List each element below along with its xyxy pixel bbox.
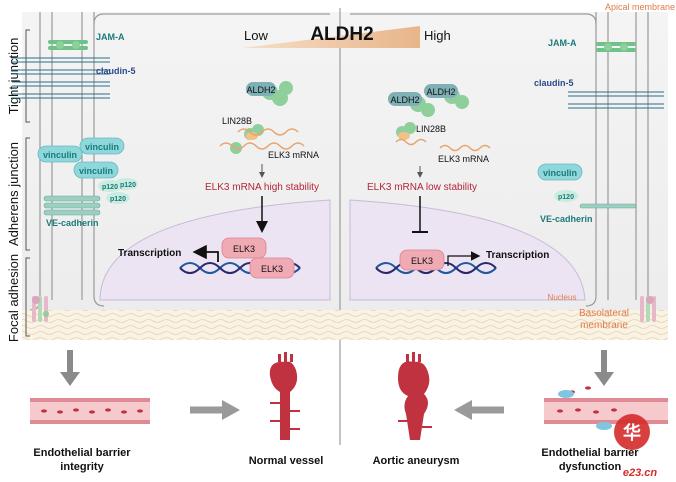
vinculin-label: vinculin (43, 150, 77, 160)
left-transcription-label: Transcription (118, 248, 181, 259)
right-transcription-label: Transcription (486, 250, 549, 261)
left-aldh2-label: ALDH2 (246, 85, 275, 95)
left-focal-integrin (32, 296, 49, 322)
left-aldh2-protein (246, 81, 293, 106)
right-aldh2-label: ALDH2 (390, 95, 419, 105)
p120-label: p120 (110, 196, 126, 203)
right-elk3-label: ELK3 (411, 256, 433, 266)
left-barrier-label: integrity (60, 461, 104, 473)
right-stability-label: ELK3 mRNA low stability (367, 182, 477, 193)
p120-label: p120 (102, 184, 118, 191)
left-ve-cadherin (43, 195, 101, 216)
left-mrna-strand (237, 128, 299, 136)
aldh2-gradient-title: ALDH2 (310, 24, 373, 45)
left-down-arrow-head (60, 372, 80, 386)
focal-adhesion-label: Focal adhesion (6, 254, 21, 342)
membrane-line (93, 12, 105, 307)
left-jam-a (48, 40, 88, 50)
vinculin-label: vinculin (79, 166, 113, 176)
right-barrier-label: dysfunction (559, 461, 622, 473)
vinculin-pill (537, 163, 583, 181)
vinculin-pill (79, 137, 125, 155)
left-p120-group (98, 178, 138, 204)
membrane-line (93, 13, 330, 25)
immune-cell (558, 390, 574, 398)
arrow-to-aneurysm-head (454, 400, 472, 420)
left-lin28b-label: LIN28B (222, 116, 252, 126)
nucleus-right (349, 199, 586, 301)
right-barrier-label: Endothelial barrier (541, 447, 639, 459)
right-aldh2-label: ALDH2 (426, 87, 455, 97)
right-p120-label: p120 (558, 194, 574, 201)
tight-junction-label: Tight junction (6, 38, 21, 115)
left-elk3-label: ELK3 (261, 264, 283, 274)
immune-cell (596, 422, 612, 430)
left-stability-label: ELK3 mRNA high stability (205, 182, 319, 193)
membrane-line (585, 12, 597, 307)
membrane-line (350, 13, 597, 25)
aneurysm-label: Aortic aneurysm (373, 455, 460, 467)
left-barrier-label: Endothelial barrier (33, 447, 131, 459)
basolateral-label: Basolateral (579, 308, 629, 319)
right-focal-integrin (640, 296, 656, 322)
normal-vessel-label: Normal vessel (249, 455, 324, 467)
right-mrna-strand (395, 138, 427, 146)
left-jam-a-label: JAM-A (96, 32, 125, 42)
left-vinculin-group (37, 137, 125, 179)
left-elk3-box (249, 257, 295, 279)
p120-label: p120 (120, 182, 136, 189)
right-jam-a-label: JAM-A (548, 38, 577, 48)
normal-vessel-illustration (269, 352, 300, 440)
left-elk3-box (221, 237, 267, 259)
apical-membrane-label: Apical membrane (605, 2, 675, 12)
right-ve-cadherin (579, 203, 637, 209)
watermark-logo: 华 e23.cn (614, 414, 657, 479)
watermark-glyph: 华 (623, 422, 641, 443)
right-aldh2-protein (388, 84, 469, 117)
right-claudin-5-label: claudin-5 (534, 78, 574, 88)
side-brackets (25, 29, 30, 337)
adherens-junction-label: Adherens junction (6, 142, 21, 246)
aortic-aneurysm-illustration (398, 352, 432, 440)
right-lin28b-label: LIN28B (416, 124, 446, 134)
right-lin28b-complex (396, 122, 416, 140)
left-elk3-mrna-label: ELK3 mRNA (268, 150, 319, 160)
watermark-site: e23.cn (623, 467, 658, 479)
left-claudin-5 (12, 57, 110, 99)
right-elk3-box (399, 249, 445, 271)
aldh2-gradient-wedge (242, 26, 420, 48)
p120-shape (554, 190, 578, 202)
right-mrna-strand (439, 144, 491, 152)
right-vessel-strip (544, 386, 668, 430)
right-claudin-5 (568, 91, 664, 109)
basolateral-label: membrane (580, 320, 628, 331)
right-vinculin-label: vinculin (543, 168, 577, 178)
left-elk3-label: ELK3 (233, 244, 255, 254)
nucleus-label: Nucleus (548, 293, 577, 302)
left-claudin-5-label: claudin-5 (96, 66, 136, 76)
right-jam-a (596, 42, 636, 52)
right-transcription-arrow (447, 251, 481, 266)
vinculin-pill (73, 161, 119, 179)
ecm-fibers (22, 310, 668, 340)
arrow-to-normal-vessel-head (222, 400, 240, 420)
gradient-high-label: High (424, 28, 451, 43)
vinculin-pill (37, 145, 83, 163)
gradient-low-label: Low (244, 28, 268, 43)
vinculin-label: vinculin (85, 142, 119, 152)
left-transcription-arrow (192, 244, 219, 262)
right-down-arrow-head (594, 372, 614, 386)
right-elk3-mrna-label: ELK3 mRNA (438, 154, 489, 164)
right-ve-cadherin-label: VE-cadherin (540, 214, 593, 224)
left-ve-cadherin-label: VE-cadherin (46, 218, 99, 228)
left-vessel-strip (30, 398, 150, 424)
left-mrna-strand (219, 142, 305, 150)
